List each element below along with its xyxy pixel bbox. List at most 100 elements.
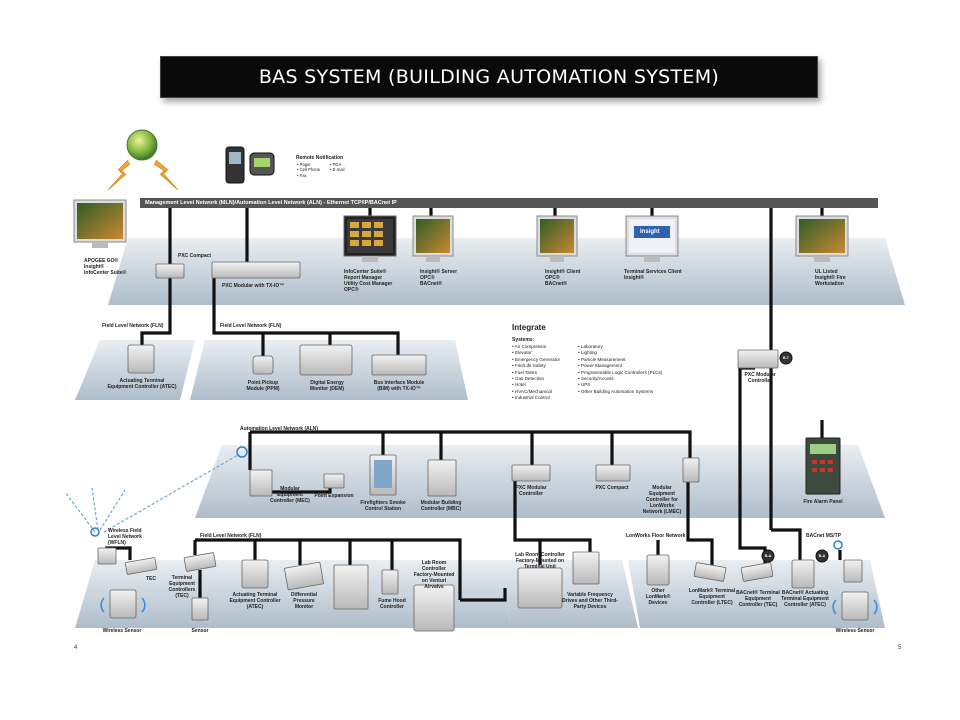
page-title: BAS SYSTEM (BUILDING AUTOMATION SYSTEM) [258,66,720,88]
lightning-icon-left [107,159,131,191]
integrate-title: Integrate [512,323,546,332]
remote-item: Fax [297,173,320,178]
lab-room-factory-label: Lab Room Controller Factory-Mounted on V… [413,560,455,590]
wireless-antenna-icons [90,446,843,550]
page-number-left: 4 [74,645,78,651]
mec-lon-label: Modular Equipment Controller for LonWork… [642,485,682,515]
badge-text: B-A [818,554,826,558]
integrate-item: Power Management [578,363,662,369]
remote-item: E-mail [330,167,345,172]
lonmark-tec-label: LonMark® Terminal Equipment Controller (… [688,588,736,606]
wireless-sensor-left-label: Wireless Sensor [102,628,142,634]
integrate-item: Laboratory [578,344,662,350]
vfd-label: Variable Frequency Drives and Other Thir… [562,592,618,610]
diff-pressure-label: Differential Pressure Monitor [290,592,318,610]
network-lines [105,208,842,602]
integrate-item: Hotel [512,382,560,388]
firefighters-screen [374,460,392,488]
pxc-modular-right-label: PXC Modular Controller [744,372,776,384]
integrate-item: Gas Detection [512,376,560,382]
integrate-item: Particle Measurement [578,357,662,363]
monitor-insight-server [412,215,454,262]
integrate-subtitle: Systems: [512,337,535,343]
remote-item: PDA [330,162,345,167]
pxc-compact-aln-label: PXC Compact [595,485,629,491]
fln-bottom-label: Field Level Network (FLN) [200,533,262,539]
tec-bottom-label: Terminal Equipment Controllers (TEC) [168,575,196,599]
badge-text: B-T [783,356,789,360]
integrate-list-col1: Air Compressor Elevator Emergency Genera… [512,344,560,402]
wireless-signals [64,454,239,533]
wireless-sensor-rings [100,597,878,615]
badge-text: B-A [764,554,772,558]
remote-item: Cell Phone [297,167,321,172]
fire-alarm-panel-device [805,437,841,495]
integrate-item: Emergency Generator [512,357,560,363]
badge-circles [761,351,829,563]
lab-room-terminal-label: Lab Room Controller Factory-Mounted on T… [515,552,565,570]
pxc-compact-top-label: PXC Compact [178,253,212,259]
monitor-infocenter [343,215,397,262]
atec-bottom-label: Actuating Terminal Equipment Controller … [229,592,281,610]
tec-wireless-label: TEC [146,576,156,582]
lonworks-label: LonWorks Floor Network [626,533,686,539]
integrate-item: HVAC/Mechanical [512,389,560,395]
monitor-ul-listed [795,215,849,262]
insight-client-label: Insight® Client OPC® BACnet® [545,269,581,287]
globe-icon [126,129,158,161]
monitor-insight-client [536,215,578,262]
remote-notification-title: Remote Notification [296,155,344,161]
firefighters-label: Firefighters Smoke Control Station [360,500,406,512]
ul-listed-label: UL Listed Insight® Fire Workstation [815,269,846,287]
controller-devices [97,261,869,632]
monitor-apogee [73,199,127,248]
ppm-label: Point Pickup Module (PPM) [246,380,280,392]
mbc-label: Modular Building Controller (MBC) [420,500,462,512]
integrate-item: Elevator [512,350,560,356]
remote-notification-list-a: Pager Cell Phone Fax [297,162,321,178]
bacnet-atec-label: BACnet® Actuating Terminal Equipment Con… [781,590,829,608]
bacnet-mstp-label: BACnet MS/TP [806,533,841,539]
other-lon-label: Other LonMark® Devices [645,588,671,606]
wireless-sensor-right-label: Wireless Sensor [835,628,875,634]
infocenter-label: InfoCenter Suite® Report Manager Utility… [344,269,393,293]
integrate-item: Security/Access [578,376,662,382]
point-expansion-label: Point Expansion [314,493,354,499]
terminal-services-label: Terminal Services Client Insight® [624,269,682,281]
integrate-item: UPS [578,382,662,388]
mec-label: Modular Equipment Controller (MEC) [270,486,310,504]
platform-field-bottom-left [75,560,510,628]
integrate-item: Programmable Logic Controllers (PLCs) [578,370,662,376]
platform-management [108,238,905,305]
bim-label: Bus Interface Module (BIM) with TX-IO™ [373,380,425,392]
integrate-list-col2: Laboratory Lighting Particle Measurement… [578,344,662,395]
fln-mid-label: Field Level Network (FLN) [220,323,282,329]
fire-alarm-label: Fire Alarm Panel [803,499,843,505]
remote-item: Pager [297,162,320,167]
pxc-modular-tx-label: PXC Modular with TX-IO™ [222,283,285,289]
apogee-label: APOGEE GO® Insight® InfoCenter Suite® [84,258,127,276]
integrate-item: Fuel Tanks [512,370,560,376]
integrate-item: Other Building Automation Systems [578,389,662,395]
lightning-icon-right [153,159,179,191]
remote-notification-list-b: PDA E-mail [330,162,345,173]
insight-server-label: Insight® Server OPC® BACnet® [420,269,458,287]
insight-screen-text: Insight [640,229,660,235]
mln-network-bar [140,198,878,208]
aln-label: Automation Level Network (ALN) [240,426,319,432]
pxc-modular-aln-label: PXC Modular Controller [515,485,547,497]
atec-top-label: Actuating Terminal Equipment Controller … [107,378,177,390]
integrate-item: Air Compressor [512,344,560,350]
bacnet-tec-label: BACnet® Terminal Equipment Controller (T… [736,590,780,608]
fln-left-label: Field Level Network (FLN) [102,323,164,329]
fume-hood-label: Fume Hood Controller [378,598,406,610]
dem-label: Digital Energy Monitor (DEM) [309,380,345,392]
platform-field-bottom-right [628,560,885,628]
mln-network-label: Management Level Network (MLN)/Automatio… [145,200,397,206]
monitor-terminal-services [625,215,679,262]
title-bar: BAS SYSTEM (BUILDING AUTOMATION SYSTEM) [160,56,818,98]
page-number-right: 5 [898,645,902,651]
integrate-item: Lighting [578,350,662,356]
wfln-label: Wireless Field Level Network (WFLN) [108,528,142,546]
